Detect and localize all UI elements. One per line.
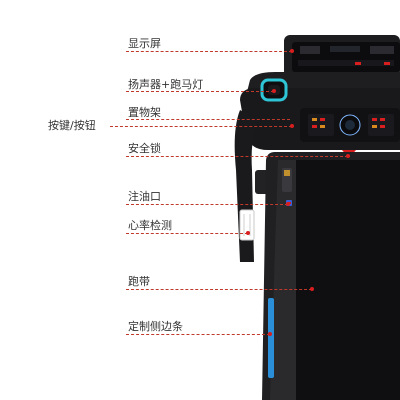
marker-custom-edge (268, 332, 272, 336)
marker-keys (290, 124, 294, 128)
label-keys: 按键/按钮 (48, 119, 96, 132)
leader-safety-key (126, 156, 348, 157)
leader-oil-port (126, 204, 288, 205)
label-tray: 置物架 (128, 106, 161, 119)
marker-safety-key (346, 154, 350, 158)
label-custom-edge: 定制侧边条 (128, 320, 183, 333)
label-display: 显示屏 (128, 37, 161, 50)
marker-speaker (272, 89, 276, 93)
leader-heart-rate (126, 233, 248, 234)
label-heart-rate: 心率检测 (128, 219, 172, 232)
label-safety-key: 安全锁 (128, 142, 161, 155)
label-speaker: 扬声器+跑马灯 (128, 78, 204, 91)
leader-keys (110, 126, 292, 127)
label-belt: 跑带 (128, 275, 150, 288)
marker-belt (310, 287, 314, 291)
leader-display (126, 51, 292, 52)
leader-custom-edge (126, 334, 270, 335)
leader-belt (126, 289, 312, 290)
leader-tray (126, 119, 290, 120)
marker-display (290, 49, 294, 53)
running-deck (262, 152, 400, 400)
display-panel (284, 35, 400, 77)
label-oil-port: 注油口 (128, 190, 161, 203)
control-panel (300, 108, 400, 142)
leader-speaker (126, 91, 274, 92)
marker-oil-port (286, 202, 290, 206)
marker-heart-rate (246, 231, 250, 235)
